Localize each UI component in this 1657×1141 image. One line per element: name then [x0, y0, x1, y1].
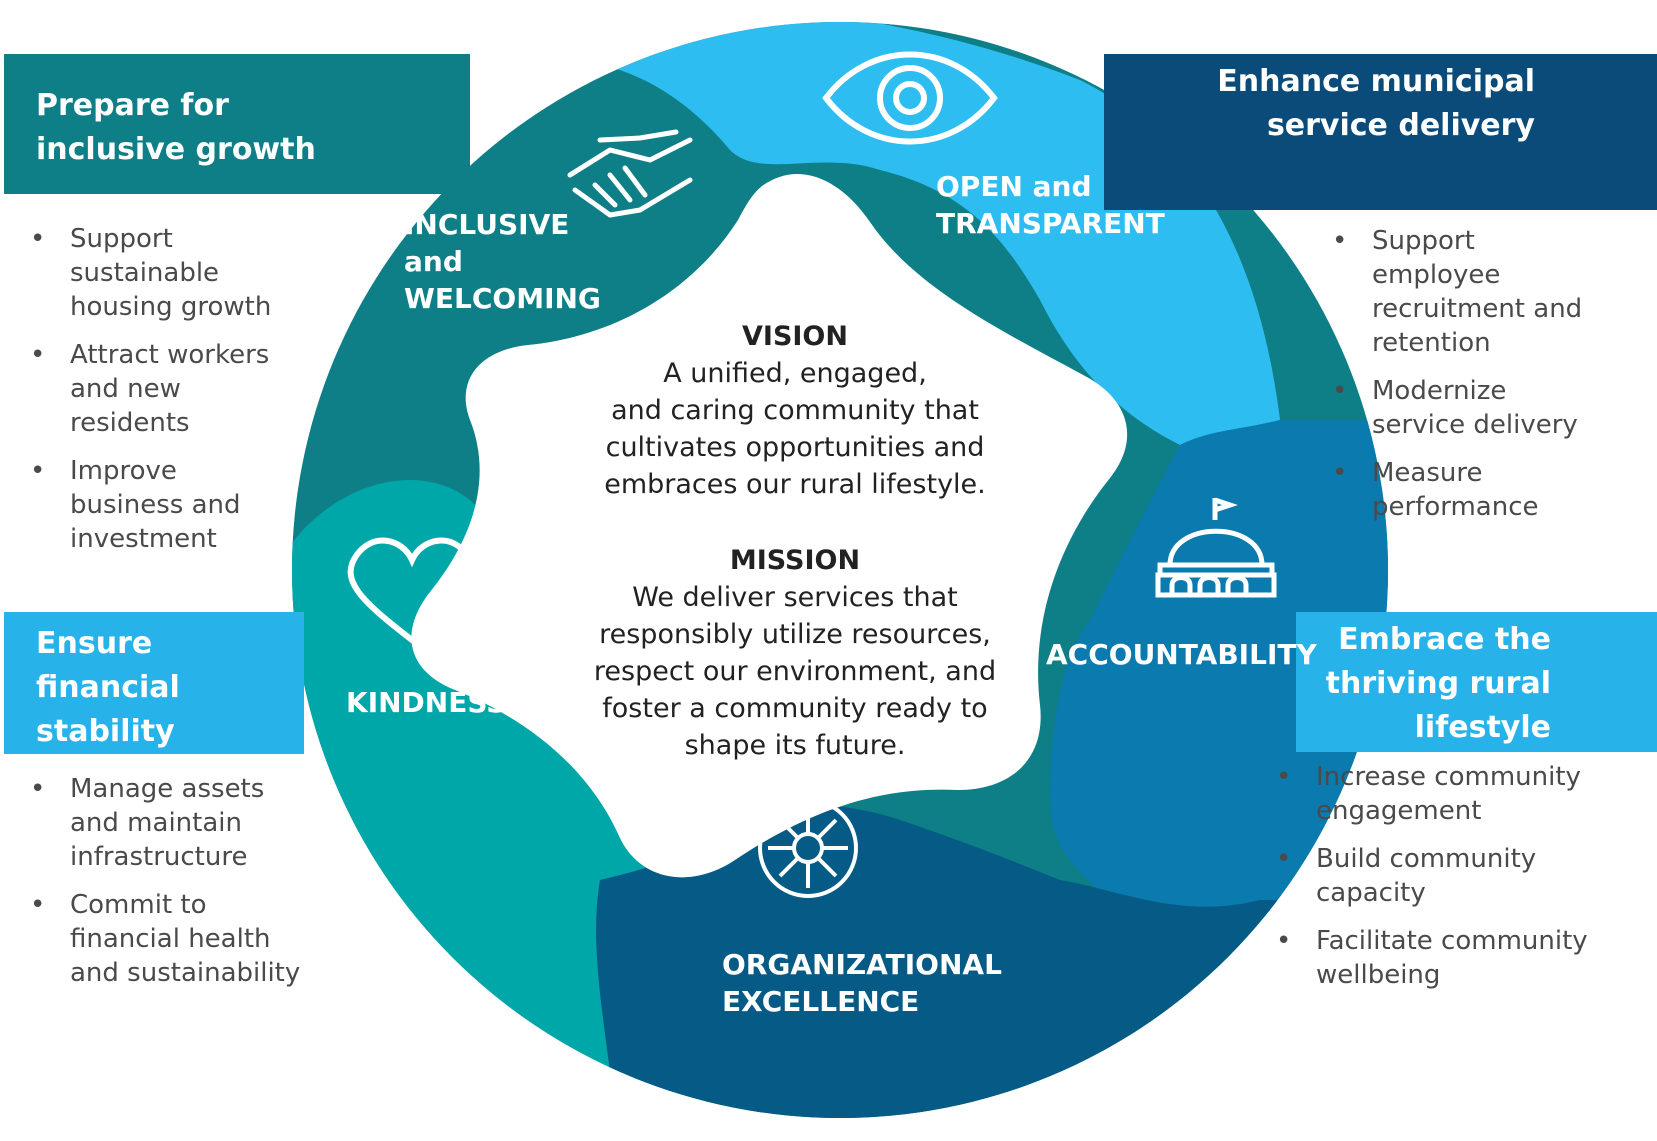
mission-line: responsibly utilize resources,: [599, 619, 991, 650]
network-gear-icon: [758, 798, 858, 898]
goal-title-line: Ensure: [36, 626, 153, 661]
heart-icon: [347, 537, 477, 644]
vision-line: embraces our rural lifestyle.: [604, 469, 986, 500]
goal-box-enhance-municipal-service: Enhance municipal service delivery: [1104, 54, 1657, 210]
eye-icon: [822, 51, 998, 145]
vision-heading: VISION: [742, 321, 848, 352]
goal-title-line: Enhance municipal: [1217, 64, 1535, 99]
goal-title-line: service delivery: [1266, 108, 1535, 143]
government-building-icon: [1155, 497, 1277, 598]
handshake-icon: [567, 129, 693, 218]
vision-mission-star: [411, 173, 1128, 878]
goal-box-embrace-rural-lifestyle: Embrace the thriving rural lifestyle: [1296, 612, 1657, 752]
mission-block: MISSION We deliver services that respons…: [560, 542, 1030, 764]
value-label-kindness: KINDNESS: [346, 686, 507, 719]
goal-title-line: inclusive growth: [36, 132, 316, 167]
mission-line: respect our environment, and: [593, 656, 997, 687]
mission-line: shape its future.: [684, 730, 906, 761]
open-transparent-segment: [560, 22, 1280, 445]
goal-box-ensure-financial-stability: Ensure financial stability: [4, 612, 304, 754]
vision-line: and caring community that: [611, 395, 979, 426]
goal-title-line: thriving rural: [1325, 666, 1551, 701]
vision-block: VISION A unified, engaged, and caring co…: [560, 318, 1030, 503]
value-label-accountability: ACCOUNTABILITY: [1046, 638, 1317, 671]
goal-title-line: Prepare for: [36, 88, 229, 123]
goal-title-line: stability: [36, 714, 175, 749]
goal-box-prepare-inclusive-growth: Prepare for inclusive growth: [4, 54, 470, 194]
goal-title-line: financial: [36, 670, 180, 705]
vision-line: cultivates opportunities and: [605, 432, 985, 463]
mission-line: We deliver services that: [632, 582, 958, 613]
vision-line: A unified, engaged,: [663, 358, 927, 389]
mission-line: foster a community ready to: [602, 693, 988, 724]
mission-heading: MISSION: [729, 545, 861, 576]
goal-title-line: lifestyle: [1414, 710, 1551, 745]
goal-title-line: Embrace the: [1338, 622, 1551, 657]
